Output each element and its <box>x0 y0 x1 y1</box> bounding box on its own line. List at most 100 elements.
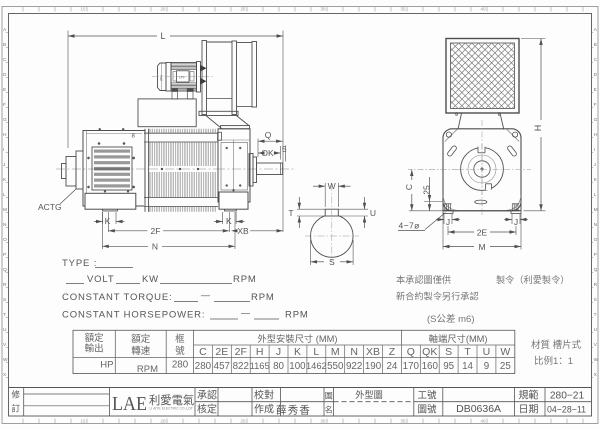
svg-text:U: U <box>594 327 598 333</box>
svg-text:D: D <box>594 72 598 78</box>
svg-text:457: 457 <box>214 361 230 372</box>
svg-text:利愛電氣: 利愛電氣 <box>149 393 194 407</box>
svg-text:外型圖: 外型圖 <box>355 389 383 400</box>
svg-text:5: 5 <box>282 144 287 154</box>
svg-text:K: K <box>226 216 232 226</box>
svg-text:280−21: 280−21 <box>550 391 585 402</box>
svg-text:E: E <box>3 87 6 93</box>
svg-text:LAE: LAE <box>112 393 147 415</box>
svg-text:材質 槽片式: 材質 槽片式 <box>531 339 582 351</box>
svg-text:J: J <box>3 162 6 168</box>
svg-text:比例1：1: 比例1：1 <box>534 355 573 367</box>
svg-text:RPM: RPM <box>285 310 309 321</box>
svg-text:J: J <box>276 346 281 358</box>
svg-text:W: W <box>594 357 599 363</box>
svg-text:C: C <box>404 184 414 190</box>
svg-text:25: 25 <box>422 185 432 195</box>
svg-text:輸出: 輸出 <box>85 343 104 355</box>
svg-text:E: E <box>594 87 597 93</box>
svg-text:軸端尺寸(MM): 軸端尺寸(MM) <box>429 333 488 344</box>
svg-text:Q: Q <box>407 346 415 358</box>
svg-text:S: S <box>329 257 335 267</box>
svg-text:30: 30 <box>320 7 326 12</box>
svg-text:20: 20 <box>160 7 166 12</box>
svg-text:G: G <box>594 117 598 123</box>
svg-text:V: V <box>3 342 7 348</box>
svg-text:N: N <box>3 222 7 228</box>
svg-text:190: 190 <box>365 361 382 372</box>
svg-text:B: B <box>3 42 6 48</box>
svg-text:24: 24 <box>386 361 397 372</box>
svg-text:R: R <box>3 282 7 288</box>
svg-text:X: X <box>594 372 598 378</box>
svg-text:9: 9 <box>484 361 489 372</box>
svg-text:VOLT: VOLT <box>87 274 115 285</box>
svg-text:U: U <box>370 208 376 218</box>
svg-text:額定: 額定 <box>85 332 105 344</box>
svg-text:280: 280 <box>195 361 212 372</box>
svg-text:35: 35 <box>400 419 406 424</box>
svg-text:名: 名 <box>325 405 333 415</box>
svg-text:P: P <box>3 252 6 258</box>
svg-text:L: L <box>160 31 165 41</box>
svg-text:—: — <box>241 308 250 318</box>
svg-text:35: 35 <box>400 7 406 12</box>
svg-text:M: M <box>594 207 598 213</box>
svg-text:M: M <box>478 242 485 252</box>
svg-text:2F: 2F <box>235 346 247 358</box>
svg-text:T: T <box>464 346 471 358</box>
svg-text:30: 30 <box>320 419 326 424</box>
svg-text:J: J <box>594 162 597 168</box>
svg-text:25: 25 <box>500 361 511 372</box>
svg-text:2E: 2E <box>477 227 488 237</box>
svg-text:RPM: RPM <box>233 274 257 285</box>
svg-text:20: 20 <box>160 419 166 424</box>
svg-text:XB: XB <box>366 346 380 358</box>
svg-text:40: 40 <box>480 7 486 12</box>
svg-text:2E: 2E <box>215 346 228 358</box>
svg-text:RPM: RPM <box>137 364 158 375</box>
svg-text:14: 14 <box>462 361 473 372</box>
svg-text:LPP: LPP <box>179 76 186 80</box>
svg-text:RPM: RPM <box>251 292 275 303</box>
svg-text:DB0636A: DB0636A <box>456 403 501 415</box>
svg-text:15: 15 <box>80 419 86 424</box>
svg-text:CONSTANT HORSEPOWER:: CONSTANT HORSEPOWER: <box>62 310 205 321</box>
svg-text:QK: QK <box>422 346 437 358</box>
svg-text:ACTG: ACTG <box>38 202 62 212</box>
svg-text:15: 15 <box>80 7 86 12</box>
svg-text:H: H <box>594 132 598 138</box>
svg-text:40: 40 <box>480 419 486 424</box>
svg-text:(S公差 m6): (S公差 m6) <box>427 313 475 325</box>
svg-text:L: L <box>3 192 6 198</box>
svg-text:822: 822 <box>233 361 249 372</box>
svg-text:HP: HP <box>100 360 113 371</box>
svg-text:D: D <box>3 72 7 78</box>
svg-text:KW: KW <box>142 274 159 285</box>
svg-text:C: C <box>594 57 598 63</box>
svg-text:T: T <box>3 312 6 318</box>
svg-text:號: 號 <box>175 345 185 357</box>
svg-text:轉速: 轉速 <box>131 345 151 357</box>
svg-text:W: W <box>500 346 510 358</box>
svg-text:薛秀香: 薛秀香 <box>276 405 311 417</box>
svg-text:550: 550 <box>327 361 344 372</box>
svg-text:F: F <box>3 102 6 108</box>
svg-text:A: A <box>3 27 7 33</box>
svg-text:TYPE :: TYPE : <box>62 258 97 269</box>
svg-text:B: B <box>594 42 597 48</box>
svg-text:本承認圖僅供: 本承認圖僅供 <box>396 274 451 285</box>
svg-text:N: N <box>152 242 158 252</box>
svg-text:H: H <box>256 346 264 358</box>
svg-text:C: C <box>3 57 7 63</box>
svg-text:100: 100 <box>289 361 306 372</box>
svg-text:O: O <box>594 237 598 243</box>
svg-text:K: K <box>105 216 111 226</box>
svg-text:工號: 工號 <box>418 390 438 402</box>
svg-text:25: 25 <box>240 419 246 424</box>
svg-text:S: S <box>445 346 452 358</box>
svg-text:H: H <box>533 125 543 132</box>
svg-text:N: N <box>594 222 598 228</box>
svg-text:圖號: 圖號 <box>418 404 438 416</box>
svg-text:R: R <box>594 282 598 288</box>
